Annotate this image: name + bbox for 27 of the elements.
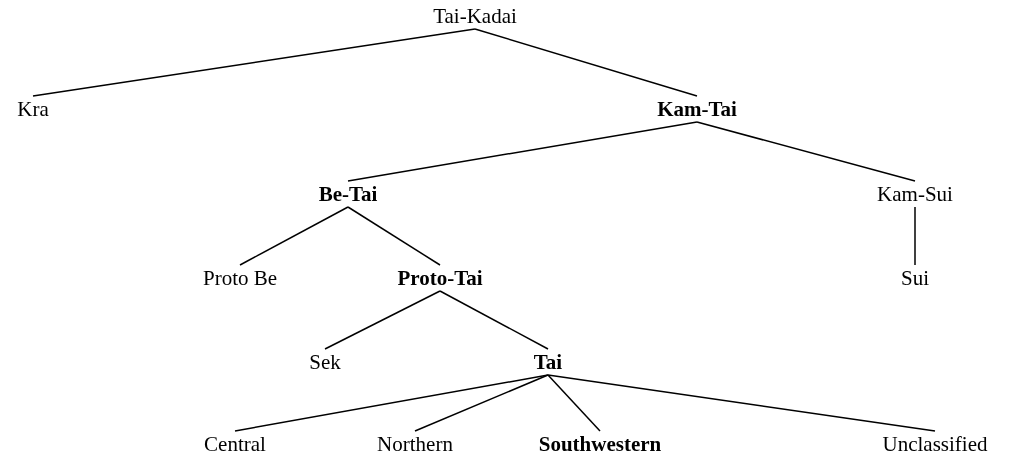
- language-label: Proto-Tai: [397, 266, 483, 290]
- language-label: Unclassified: [882, 432, 988, 456]
- branch-line: [914, 206, 916, 266]
- language-label: Kam-Tai: [657, 97, 737, 121]
- language-label: Sui: [901, 266, 929, 290]
- language-label: Proto Be: [202, 266, 278, 290]
- language-label: Be-Tai: [318, 182, 378, 206]
- branch-line: [439, 290, 549, 350]
- branch-line: [547, 374, 936, 432]
- language-label: Tai-Kadai: [433, 4, 517, 28]
- branch-line: [347, 206, 441, 266]
- branch-line: [474, 28, 698, 97]
- language-label: Central: [204, 432, 266, 456]
- branch-line: [347, 121, 698, 182]
- branch-line: [414, 374, 549, 432]
- branch-line: [547, 374, 601, 432]
- branch-line: [239, 206, 349, 266]
- branch-line: [234, 374, 549, 432]
- language-label: Kam-Sui: [877, 182, 953, 206]
- language-label: Southwestern: [538, 432, 662, 456]
- branch-line: [324, 290, 441, 350]
- branch-line: [32, 28, 476, 97]
- branch-line: [696, 121, 916, 182]
- language-label: Northern: [377, 432, 453, 456]
- language-label: Kra: [17, 97, 49, 121]
- language-label: Tai: [533, 350, 563, 374]
- language-label: Sek: [309, 350, 341, 374]
